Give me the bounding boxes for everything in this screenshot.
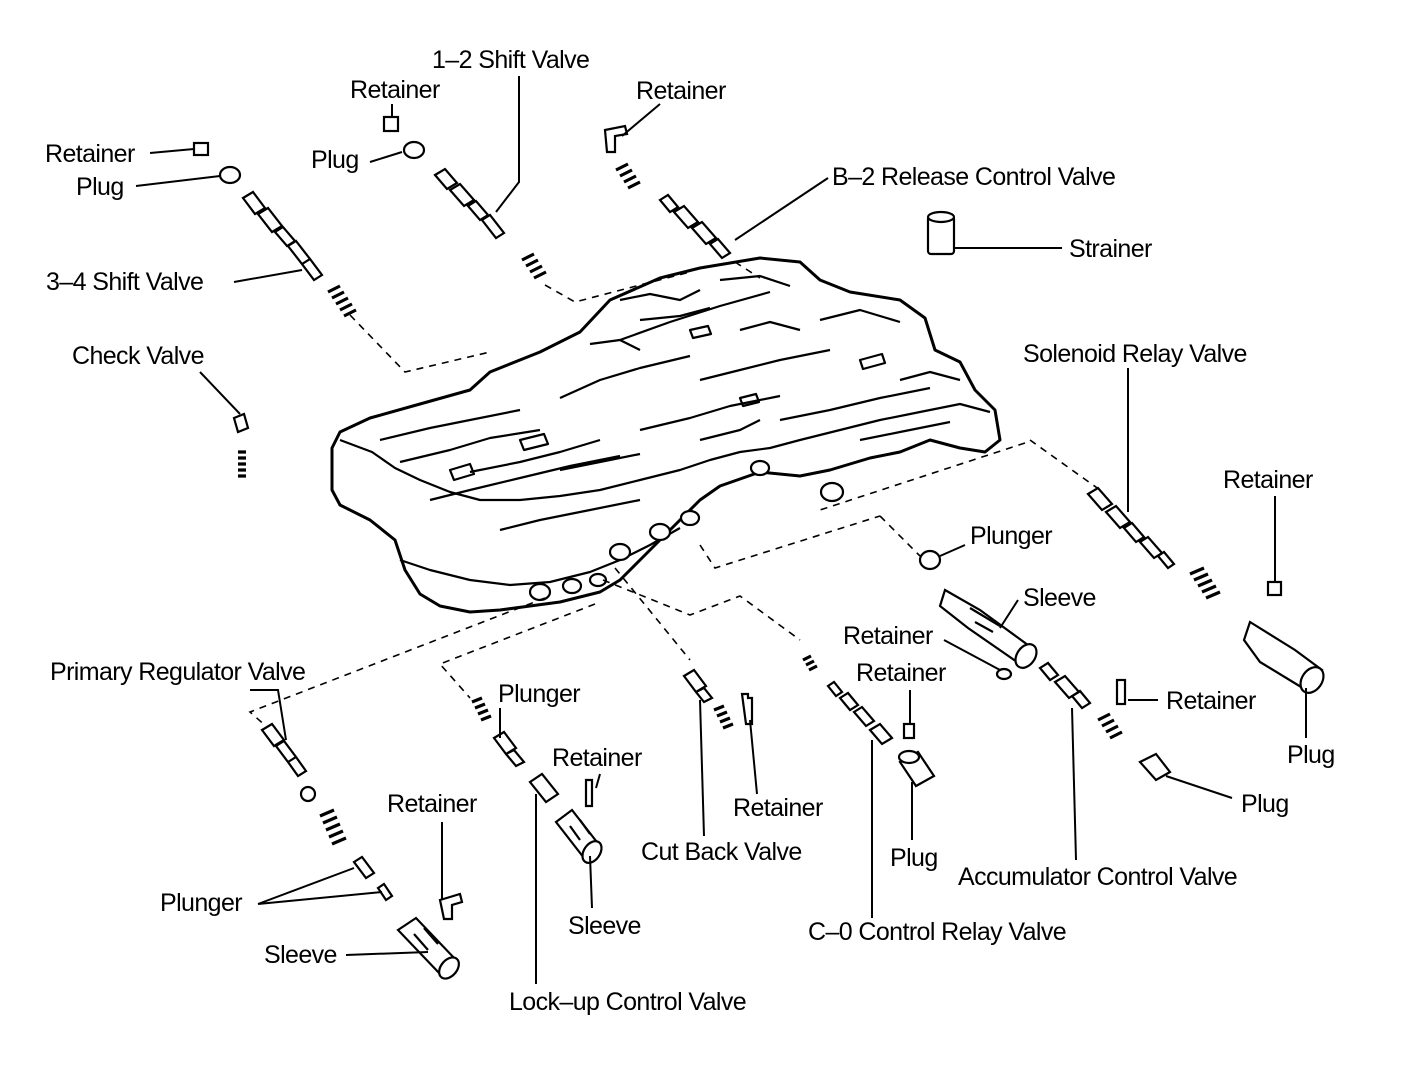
label-retainer-cutback: Retainer — [733, 794, 823, 822]
label-sleeve-mid: Sleeve — [1023, 584, 1096, 612]
accumulator-control-valve-part — [1038, 661, 1092, 710]
spring-solenoid — [1189, 566, 1221, 600]
retainer-top-part — [382, 115, 400, 133]
plunger-bottom-part-a — [352, 855, 376, 880]
spring-lockup — [471, 696, 492, 722]
lockup-control-valve-part — [528, 772, 560, 804]
plug-bottom-part — [897, 749, 936, 788]
c0-control-relay-valve-part — [826, 680, 894, 746]
sleeve-lower-part — [554, 808, 603, 864]
label-plunger-lower: Plunger — [498, 680, 580, 708]
b2-release-control-valve-part — [658, 193, 732, 260]
retainer-mid-a-part — [995, 667, 1013, 681]
label-primary-regulator-valve: Primary Regulator Valve — [50, 658, 305, 686]
washer — [299, 785, 317, 803]
plug-far-right-part — [1242, 620, 1325, 694]
check-valve-part — [232, 412, 250, 434]
label-retainer-top: Retainer — [350, 76, 440, 104]
plunger-bottom-part-b — [376, 882, 394, 902]
part-labels: 1–2 Shift Valve Retainer Plug Retainer B… — [45, 46, 1335, 1016]
shift-34-valve-part — [241, 190, 324, 282]
label-shift-34-valve: 3–4 Shift Valve — [46, 268, 203, 296]
label-retainer-lower-left: Retainer — [387, 790, 477, 818]
label-retainer-far-right: Retainer — [1223, 466, 1313, 494]
shift-12-valve-part — [433, 167, 506, 240]
spring-34 — [327, 284, 357, 318]
retainer-far-right-part — [1266, 580, 1283, 597]
plunger-lower-part — [492, 730, 526, 768]
label-retainer-left: Retainer — [45, 140, 135, 168]
spring-primary — [319, 808, 347, 846]
retainer-mid-b-part — [902, 722, 916, 740]
label-plunger-mid: Plunger — [970, 522, 1052, 550]
label-lockup-control-valve: Lock–up Control Valve — [509, 988, 746, 1016]
label-solenoid-relay-valve: Solenoid Relay Valve — [1023, 340, 1247, 368]
primary-regulator-valve-part — [260, 722, 308, 778]
label-plug-right: Plug — [1241, 790, 1289, 818]
cut-back-valve-part — [682, 668, 714, 704]
plug-top-part — [402, 140, 426, 160]
retainer-lower-left-part — [438, 892, 464, 921]
label-plug-left: Plug — [76, 173, 124, 201]
label-sleeve-lower: Sleeve — [568, 912, 641, 940]
label-shift-12-valve: 1–2 Shift Valve — [432, 46, 589, 74]
spring-cutback — [713, 704, 734, 730]
spring-12 — [521, 252, 547, 280]
label-retainer-mid-a: Retainer — [843, 622, 933, 650]
spring-b2 — [615, 162, 641, 190]
label-c0-control-relay-valve: C–0 Control Relay Valve — [808, 918, 1066, 946]
solenoid-relay-valve-part — [1086, 486, 1176, 570]
label-plug-bottom: Plug — [890, 844, 938, 872]
label-strainer: Strainer — [1069, 235, 1152, 263]
label-retainer-upper-right: Retainer — [636, 77, 726, 105]
plunger-mid-part — [918, 549, 942, 571]
plug-right-part — [1138, 752, 1172, 782]
sleeve-bottom-part — [396, 916, 460, 980]
assembly-guide-lines — [248, 261, 1101, 729]
label-plug-top: Plug — [311, 146, 359, 174]
check-valve-spring — [238, 450, 246, 478]
spring-c0 — [802, 654, 818, 672]
retainer-right-mid-part — [1115, 678, 1127, 706]
label-accumulator-control-valve: Accumulator Control Valve — [958, 863, 1237, 891]
label-check-valve: Check Valve — [72, 342, 204, 370]
plug-left-part — [218, 165, 242, 185]
sleeve-mid-part — [938, 588, 1038, 669]
label-retainer-lower-mid: Retainer — [552, 744, 642, 772]
strainer-part — [926, 210, 956, 256]
retainer-left-part — [192, 141, 210, 157]
label-retainer-right-mid: Retainer — [1166, 687, 1256, 715]
spring-accumulator — [1097, 712, 1123, 740]
label-sleeve-bottom: Sleeve — [264, 941, 337, 969]
label-plug-far-right: Plug — [1287, 741, 1335, 769]
retainer-lower-mid-part — [584, 778, 594, 808]
valve-body — [330, 256, 1002, 614]
retainer-upper-right-part — [603, 124, 629, 154]
retainer-cutback-part — [740, 692, 754, 726]
leader-lines — [135, 76, 1307, 984]
label-retainer-mid-b: Retainer — [856, 659, 946, 687]
label-plunger-bottom: Plunger — [160, 889, 242, 917]
label-b2-release-control-valve: B–2 Release Control Valve — [832, 163, 1115, 191]
valve-parts — [192, 115, 1325, 980]
label-cut-back-valve: Cut Back Valve — [641, 838, 802, 866]
